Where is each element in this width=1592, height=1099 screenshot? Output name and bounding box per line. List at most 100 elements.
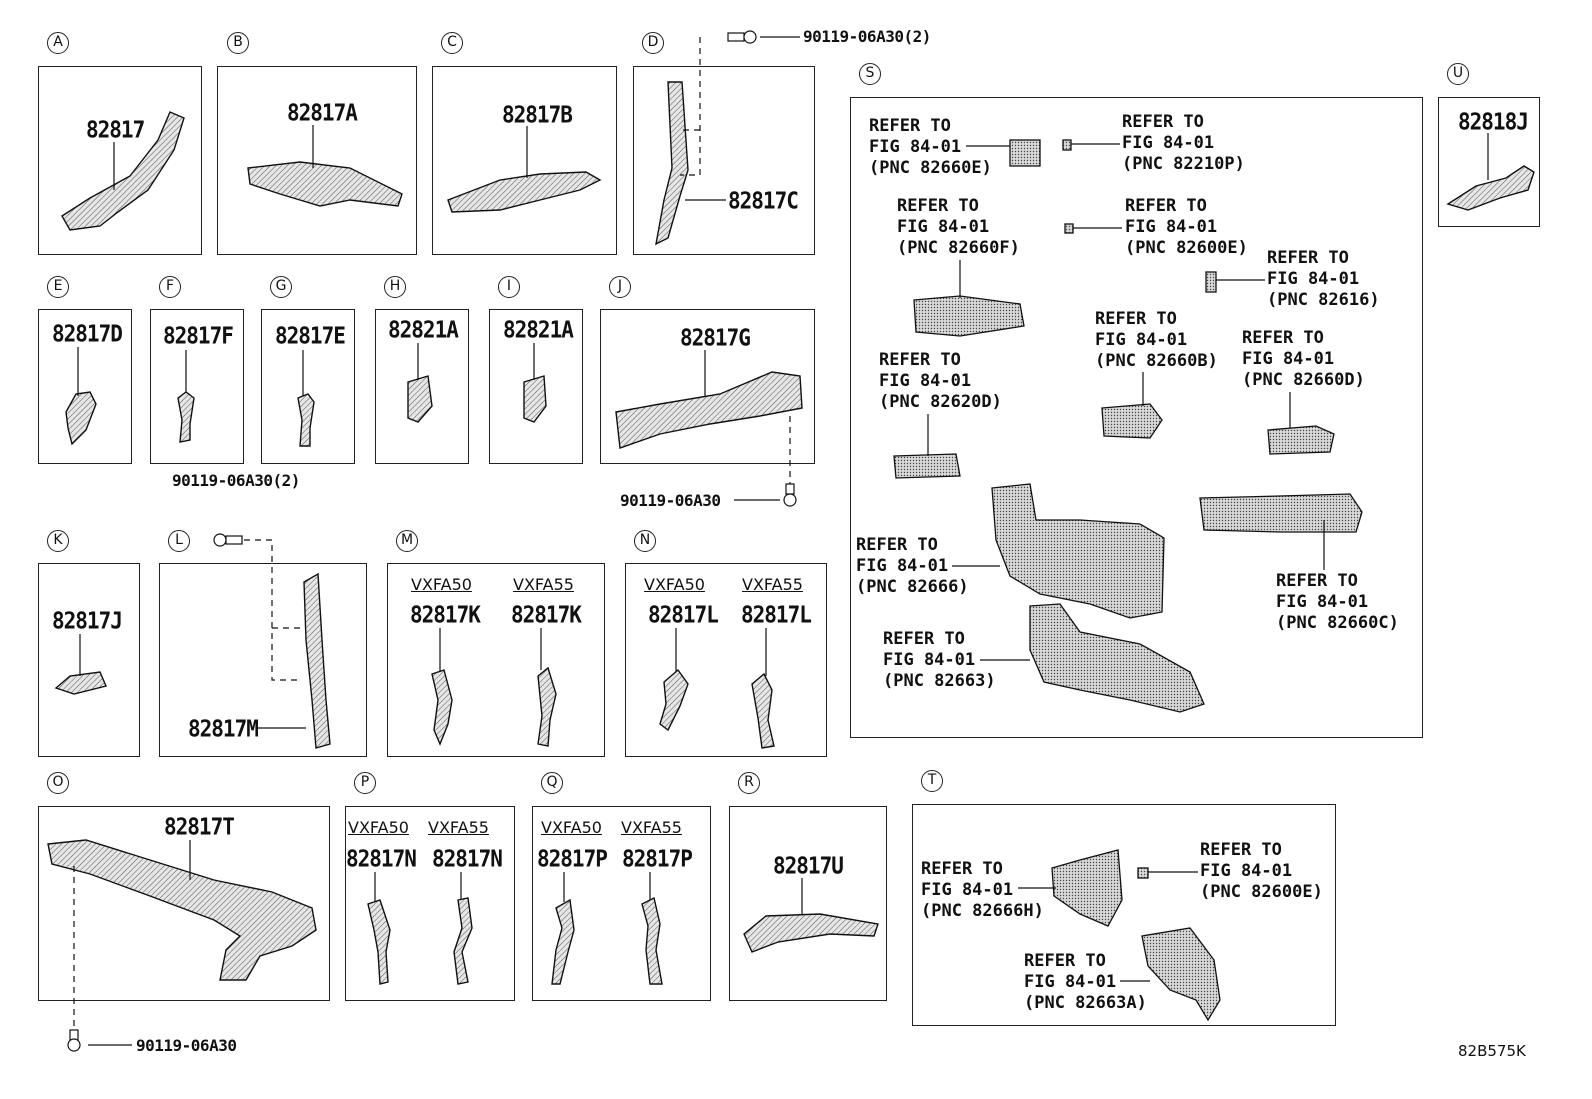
section-label-t: T <box>921 770 943 792</box>
ref-line: (PNC 82616) <box>1267 290 1380 310</box>
section-label-q: Q <box>541 772 563 794</box>
ref-line: (PNC 82663A) <box>1024 993 1147 1013</box>
section-j-box <box>600 309 815 464</box>
ref-line: FIG 84-01 <box>1095 330 1188 350</box>
relay-block-82666h-shape <box>1051 849 1123 927</box>
ref-line: FIG 84-01 <box>1122 133 1215 153</box>
ref-line: REFER TO <box>1200 840 1282 860</box>
part-82817m-shape <box>303 572 331 749</box>
part-number-e: 82817D <box>52 320 123 347</box>
junction-82660b-shape <box>1101 403 1163 439</box>
ref-line: FIG 84-01 <box>1125 217 1218 237</box>
connector-82210p-shape <box>1062 139 1072 151</box>
section-label-o: O <box>47 772 69 794</box>
section-i-box <box>489 309 583 464</box>
part-82818j-shape <box>1446 165 1535 211</box>
part-number-c: 82817B <box>502 101 573 128</box>
part-82817n-2-shape <box>453 897 473 985</box>
part-number-u: 82818J <box>1458 108 1529 135</box>
bolt-number-l: 90119-06A30(2) <box>172 471 300 490</box>
ref-line: FIG 84-01 <box>856 556 949 576</box>
part-82817l-2-shape <box>751 672 775 749</box>
ref-line: (PNC 82210P) <box>1122 154 1245 174</box>
section-label-d: D <box>642 32 664 54</box>
section-p-box <box>345 806 515 1001</box>
section-c-box <box>432 66 617 255</box>
section-d-box <box>633 66 815 255</box>
section-g-box <box>261 309 355 464</box>
ref-line: (PNC 82663) <box>883 671 996 691</box>
section-q-box <box>532 806 711 1001</box>
part-82817b-shape <box>447 171 602 213</box>
ref-line: (PNC 82660D) <box>1242 370 1365 390</box>
ref-line: (PNC 82660E) <box>869 158 992 178</box>
ref-line: (PNC 82666) <box>856 577 969 597</box>
section-label-j: J <box>609 276 631 298</box>
connector-82616-shape <box>1205 271 1217 293</box>
ref-line: FIG 84-01 <box>921 880 1014 900</box>
bolt-number-d: 90119-06A30(2) <box>803 27 931 46</box>
section-label-m: M <box>396 530 418 552</box>
section-label-e: E <box>47 276 69 298</box>
part-number-f: 82817F <box>163 322 234 349</box>
part-number-h: 82821A <box>388 316 459 343</box>
ref-line: (PNC 82600E) <box>1125 238 1248 258</box>
ref-line: FIG 84-01 <box>1242 349 1335 369</box>
section-f-box <box>150 309 244 464</box>
junction-82660c-shape <box>1199 493 1363 533</box>
ref-line: REFER TO <box>1095 309 1177 329</box>
part-number-n-2: 82817L <box>741 601 812 628</box>
section-label-f: F <box>159 276 181 298</box>
ref-line: (PNC 82660C) <box>1276 613 1399 633</box>
section-label-r: R <box>738 772 760 794</box>
part-82817l-1-shape <box>659 668 689 732</box>
section-s-box <box>850 97 1423 738</box>
part-82817g-shape <box>615 371 803 449</box>
ref-line: REFER TO <box>856 535 938 555</box>
ref-line: FIG 84-01 <box>1267 269 1360 289</box>
part-82817k-1-shape <box>431 669 453 746</box>
variant-p-1: VXFA50 <box>348 818 409 837</box>
connector-82600e-t-shape <box>1137 867 1149 879</box>
ref-line: FIG 84-01 <box>883 650 976 670</box>
part-82821a-h-shape <box>407 375 433 423</box>
bracket-82663a-shape <box>1141 927 1221 1022</box>
ref-line: REFER TO <box>869 116 951 136</box>
part-number-m-2: 82817K <box>511 601 582 628</box>
variant-n-1: VXFA50 <box>644 575 705 594</box>
bolt-icon-d <box>727 30 757 44</box>
part-82817j-shape <box>54 671 107 695</box>
section-l-box <box>159 563 367 757</box>
part-82817p-2-shape <box>641 896 663 985</box>
ref-line: FIG 84-01 <box>1276 592 1369 612</box>
section-t-box <box>912 804 1336 1026</box>
ref-line: REFER TO <box>1242 328 1324 348</box>
section-k-box <box>38 563 140 757</box>
section-label-s: S <box>859 63 881 85</box>
connector-82660e-shape <box>1009 139 1041 167</box>
part-82817-shape <box>61 111 185 231</box>
section-label-h: H <box>384 276 406 298</box>
ref-line: FIG 84-01 <box>869 137 962 157</box>
part-number-k: 82817J <box>52 607 123 634</box>
section-e-box <box>38 309 132 464</box>
part-number-n-1: 82817L <box>648 601 719 628</box>
variant-m-1: VXFA50 <box>411 575 472 594</box>
part-number-m-1: 82817K <box>410 601 481 628</box>
part-number-p-1: 82817N <box>346 845 417 872</box>
variant-n-2: VXFA55 <box>742 575 803 594</box>
part-number-p-2: 82817N <box>432 845 503 872</box>
variant-q-1: VXFA50 <box>541 818 602 837</box>
ref-line: (PNC 82666H) <box>921 901 1044 921</box>
section-o-box <box>38 806 330 1001</box>
part-82817d-shape <box>65 391 97 446</box>
